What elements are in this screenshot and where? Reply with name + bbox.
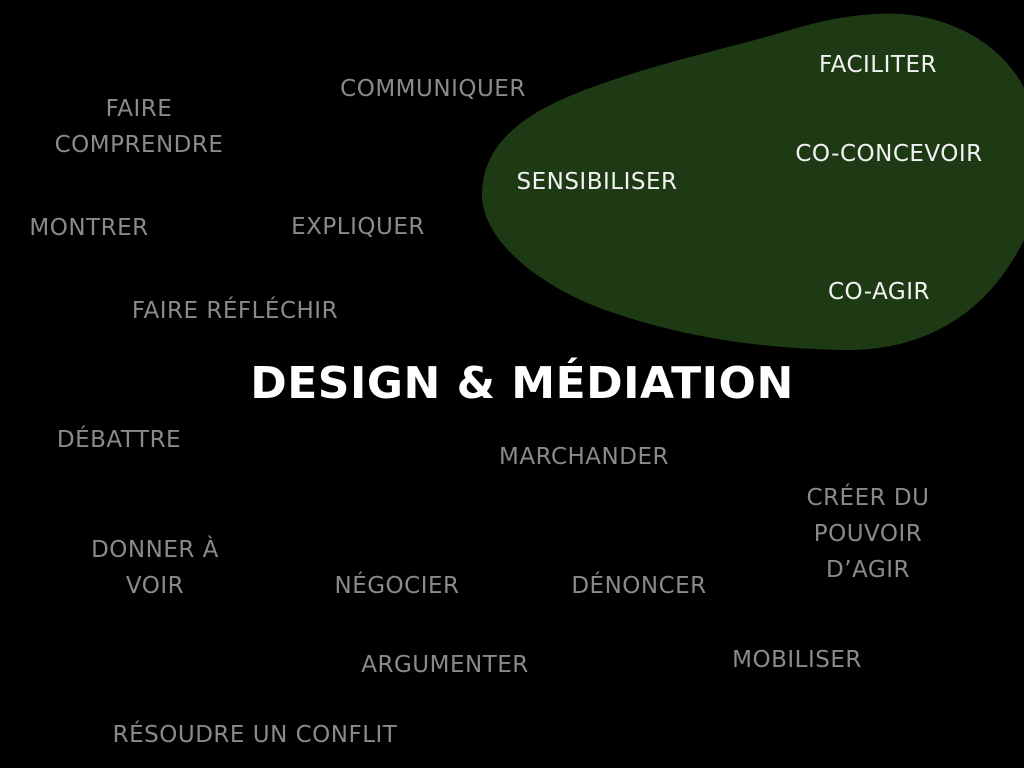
- term-creer-pouvoir-agir-line-3: D’AGIR: [826, 557, 910, 583]
- term-faire-comprendre-line-1: FAIRE: [105, 96, 173, 122]
- term-donner-a-voir-line-2: VOIR: [125, 573, 185, 599]
- term-mobiliser: MOBILISER: [732, 647, 862, 673]
- term-faciliter: FACILITER: [819, 52, 937, 78]
- term-argumenter: ARGUMENTER: [361, 652, 529, 678]
- term-communiquer: COMMUNIQUER: [340, 76, 526, 102]
- term-denoncer: DÉNONCER: [571, 573, 707, 599]
- term-faire-comprendre: FAIRE COMPRENDRE: [40, 91, 238, 163]
- term-negocier: NÉGOCIER: [334, 573, 460, 599]
- highlight-zone-shape: [482, 13, 1024, 351]
- term-montrer: MONTRER: [29, 215, 149, 241]
- term-co-concevoir: CO-CONCEVOIR: [795, 141, 983, 167]
- term-marchander: MARCHANDER: [499, 444, 669, 470]
- term-creer-pouvoir-agir: CRÉER DU POUVOIR D’AGIR: [790, 480, 946, 588]
- term-faire-comprendre-line-2: COMPRENDRE: [54, 132, 224, 158]
- term-creer-pouvoir-agir-line-1: CRÉER DU: [806, 485, 930, 511]
- term-sensibiliser: SENSIBILISER: [516, 169, 678, 195]
- diagram-title: DESIGN & MÉDIATION: [250, 358, 794, 409]
- term-creer-pouvoir-agir-line-2: POUVOIR: [813, 521, 923, 547]
- term-resoudre-un-conflit: RÉSOUDRE UN CONFLIT: [112, 722, 398, 748]
- term-donner-a-voir: DONNER À VOIR: [76, 532, 234, 604]
- term-debattre: DÉBATTRE: [56, 427, 182, 453]
- term-donner-a-voir-line-1: DONNER À: [91, 537, 219, 563]
- term-expliquer: EXPLIQUER: [291, 214, 425, 240]
- term-co-agir: CO-AGIR: [827, 279, 930, 305]
- term-faire-reflechir: FAIRE RÉFLÉCHIR: [131, 298, 339, 324]
